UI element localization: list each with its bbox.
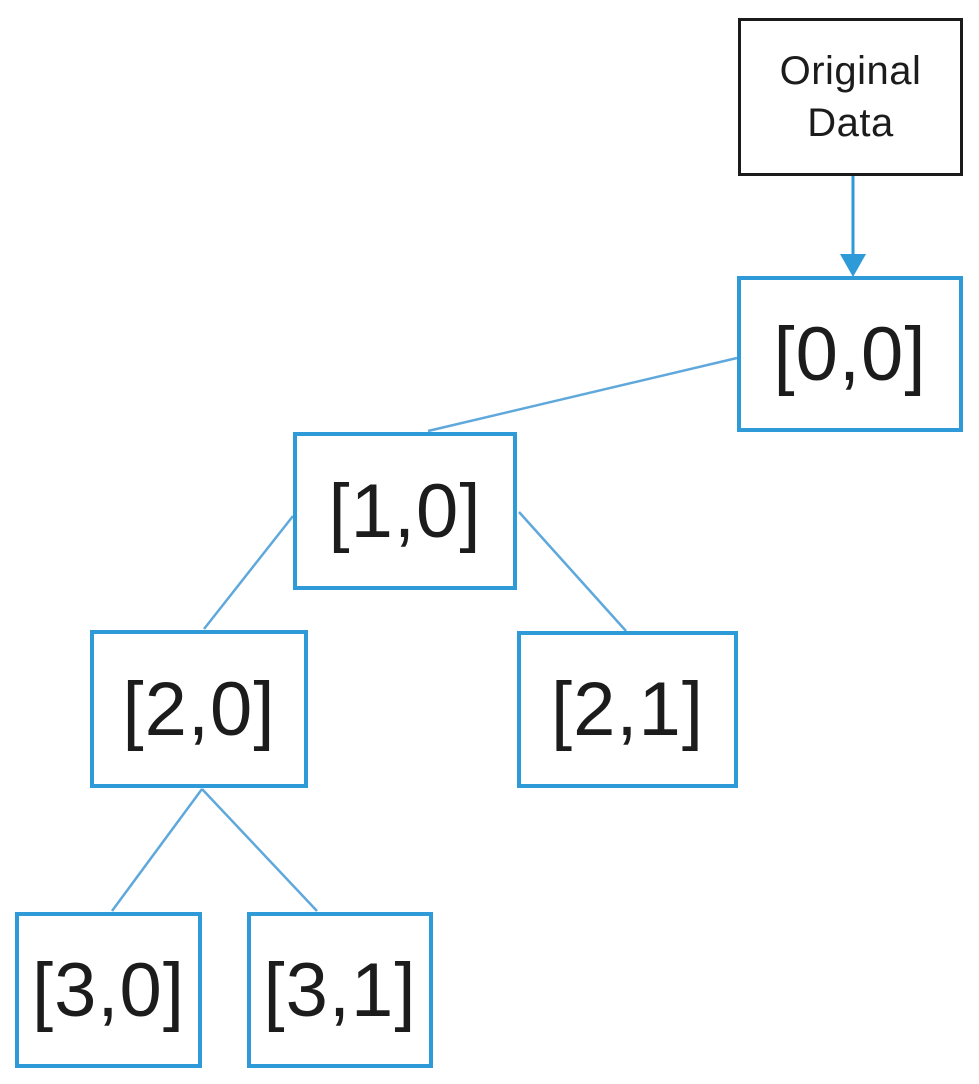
original-data-label: Original Data (779, 49, 922, 145)
node-3-1-label: [3,1] (263, 947, 417, 1033)
original-data-box: Original Data (738, 18, 963, 176)
node-2-0-label: [2,0] (122, 666, 276, 752)
node-2-1-label: [2,1] (551, 667, 704, 752)
node-3-1: [3,1] (247, 912, 433, 1068)
edge-1-0-to-2-1 (518, 511, 627, 632)
node-2-1: [2,1] (517, 631, 738, 788)
arrowhead-icon (840, 254, 866, 277)
node-3-0-label: [3,0] (32, 947, 185, 1033)
node-1-0-label: [1,0] (328, 468, 482, 554)
edge-1-0-to-2-0 (203, 515, 294, 630)
node-2-0: [2,0] (90, 630, 308, 788)
node-3-0: [3,0] (15, 912, 202, 1068)
edge-2-0-to-3-1 (201, 788, 318, 912)
node-1-0: [1,0] (293, 432, 517, 590)
edge-2-0-to-3-0 (110, 788, 204, 912)
edge-0-0-to-1-0 (427, 356, 738, 433)
node-0-0-label: [0,0] (773, 311, 927, 397)
node-0-0: [0,0] (737, 276, 963, 432)
